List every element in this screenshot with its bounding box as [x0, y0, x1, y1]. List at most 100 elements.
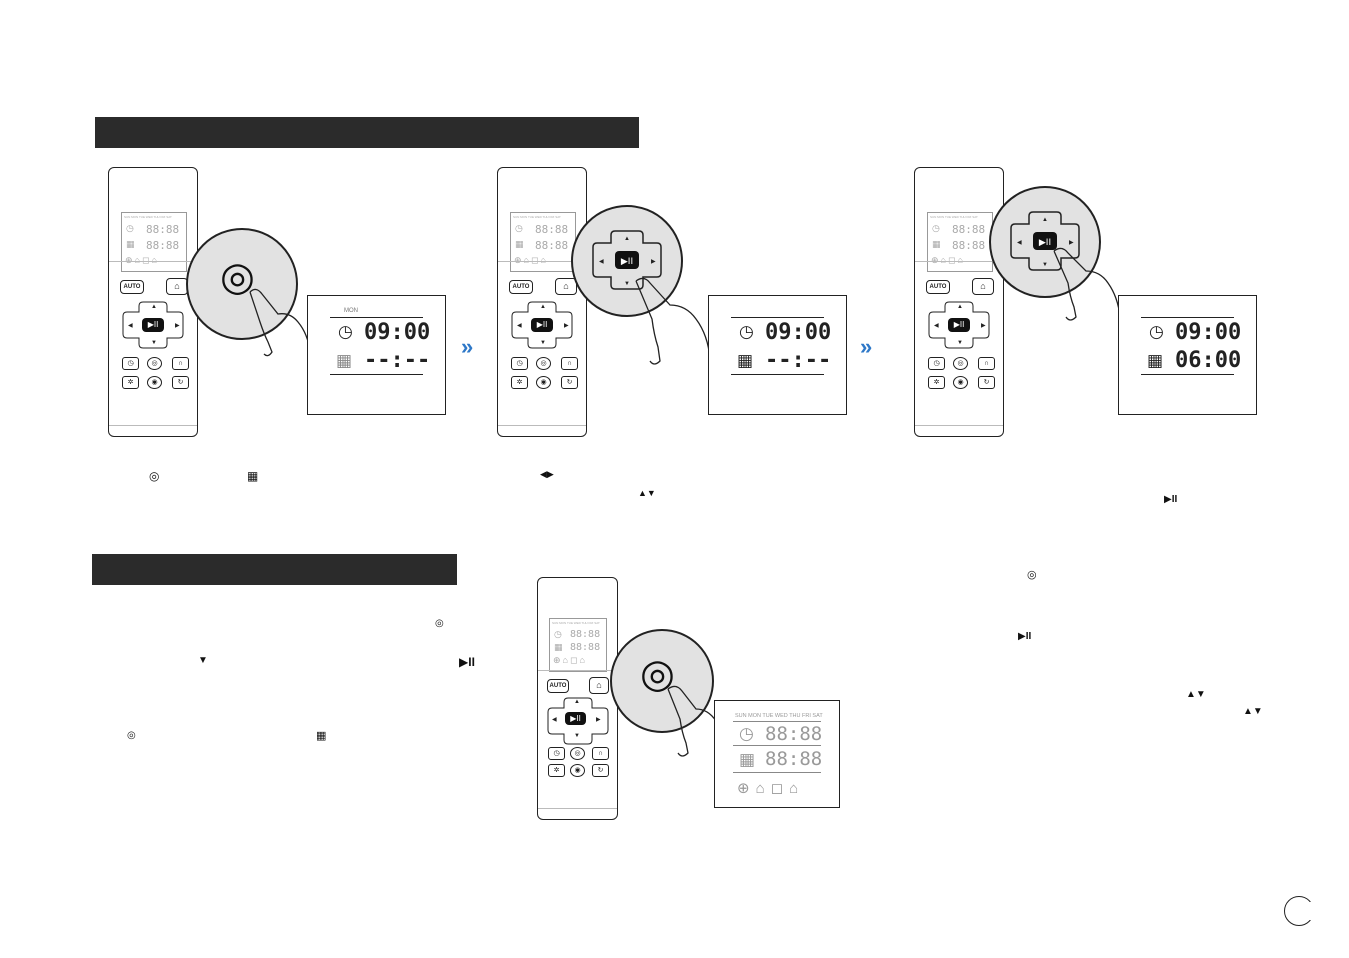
- schedule-button-icon: ◎: [149, 469, 160, 483]
- clock-button[interactable]: ◷: [511, 357, 528, 370]
- play-pause-icon: ▶II: [1018, 631, 1032, 642]
- auto-button[interactable]: AUTO: [120, 280, 144, 294]
- power-button[interactable]: ↻: [592, 764, 609, 777]
- remote-lcd: SUN MON TUE WED THU FRI SAT ◷ 88:88 ▦ 88…: [121, 212, 187, 272]
- right-arrow-icon[interactable]: ▶: [564, 323, 569, 329]
- schedule-icon: ▦: [316, 730, 327, 742]
- lcd-schedule: 88:88: [146, 239, 180, 252]
- schedule-icon: ▦: [932, 239, 941, 249]
- right-arrow-icon[interactable]: ▶: [175, 323, 180, 329]
- svg-text:▲: ▲: [1042, 217, 1048, 223]
- schedule-button[interactable]: ◎: [953, 357, 968, 370]
- down-arrow-icon[interactable]: ▼: [957, 340, 963, 346]
- schedule-button[interactable]: ◎: [147, 357, 162, 370]
- edge-button[interactable]: ∩: [561, 357, 578, 370]
- up-down-arrows-icon: ▲▼: [1186, 689, 1206, 700]
- spot-button[interactable]: ◉: [570, 764, 585, 777]
- schedule-button-icon: ◎: [1027, 569, 1037, 581]
- schedule-button[interactable]: ◎: [570, 747, 585, 760]
- divider: [498, 425, 586, 426]
- svg-text:▲: ▲: [624, 236, 630, 242]
- fan-button[interactable]: ✲: [928, 376, 945, 389]
- home-button[interactable]: ⌂: [589, 677, 609, 694]
- play-pause-button[interactable]: ▶II: [948, 318, 970, 332]
- divider: [538, 670, 617, 671]
- edge-button[interactable]: ∩: [172, 357, 189, 370]
- dpad[interactable]: ▶II ▲ ▼ ◀ ▶: [546, 696, 609, 745]
- clock-button[interactable]: ◷: [548, 747, 565, 760]
- button-row-2: ✲ ◉ ↻: [120, 376, 190, 389]
- display-panel-4: SUN MON TUE WED THU FRI SAT ◷ 88:88 ▦ 88…: [714, 700, 840, 808]
- divider: [733, 772, 821, 773]
- schedule-icon: ▦: [554, 642, 563, 652]
- right-arrow-icon[interactable]: ▶: [596, 717, 601, 723]
- power-button[interactable]: ↻: [978, 376, 995, 389]
- up-arrow-icon[interactable]: ▲: [151, 304, 157, 310]
- dpad-outline: [122, 301, 184, 349]
- schedule-value: --:--: [364, 348, 431, 373]
- down-arrow-icon[interactable]: ▼: [540, 340, 546, 346]
- dpad[interactable]: ▶II ▲ ▼ ◀ ▶: [927, 300, 991, 350]
- divider: [915, 261, 1003, 262]
- schedule-icon: ▦: [126, 239, 135, 249]
- play-pause-button[interactable]: ▶II: [142, 318, 164, 332]
- play-pause-button[interactable]: ▶II: [565, 712, 586, 725]
- button-row-2: ✲ ◉ ↻: [926, 376, 996, 389]
- fan-button[interactable]: ✲: [122, 376, 139, 389]
- auto-button[interactable]: AUTO: [509, 280, 533, 294]
- play-pause-button[interactable]: ▶II: [531, 318, 553, 332]
- left-arrow-icon[interactable]: ◀: [517, 323, 522, 329]
- divider: [498, 261, 586, 262]
- schedule-button[interactable]: ◎: [536, 357, 551, 370]
- display-panel-2: ◷ 09:00 ▦ --:--: [708, 295, 847, 415]
- divider: [733, 721, 821, 722]
- down-arrow-icon[interactable]: ▼: [151, 340, 157, 346]
- left-arrow-icon[interactable]: ◀: [128, 323, 133, 329]
- auto-button[interactable]: AUTO: [926, 280, 950, 294]
- down-arrow-icon[interactable]: ▼: [574, 733, 580, 739]
- lcd-days: SUN MON TUE WED THU FRI SAT: [513, 215, 561, 219]
- home-button[interactable]: ⌂: [972, 278, 994, 295]
- spot-button[interactable]: ◉: [953, 376, 968, 389]
- svg-text:▼: ▼: [624, 281, 630, 287]
- spot-button[interactable]: ◉: [536, 376, 551, 389]
- up-down-arrows-icon: ▲▼: [638, 488, 656, 498]
- svg-text:▼: ▼: [1042, 262, 1048, 268]
- up-down-arrows-icon: ▲▼: [1243, 706, 1263, 717]
- next-step-chevron-icon: »: [860, 334, 873, 359]
- schedule-icon: ▦: [336, 351, 353, 370]
- edge-button[interactable]: ∩: [592, 747, 609, 760]
- zoom-callout: ▶II ▲ ▼ ◀ ▶: [989, 186, 1101, 298]
- lcd-mode-icons: ⊕⌂◻⌂: [514, 255, 548, 265]
- spot-button[interactable]: ◉: [147, 376, 162, 389]
- dpad[interactable]: ▶II ▲ ▼ ◀ ▶: [510, 300, 574, 350]
- fan-button[interactable]: ✲: [548, 764, 565, 777]
- dpad-outline: [928, 301, 990, 349]
- left-arrow-icon[interactable]: ◀: [552, 717, 557, 723]
- remote-lcd: SUN MON TUE WED THU FRI SAT ◷ 88:88 ▦ 88…: [549, 618, 607, 672]
- right-arrow-icon[interactable]: ▶: [981, 323, 986, 329]
- remote-lcd: SUN MON TUE WED THU FRI SAT ◷ 88:88 ▦ 88…: [510, 212, 576, 272]
- button-row-2: ✲ ◉ ↻: [546, 764, 616, 777]
- up-arrow-icon[interactable]: ▲: [957, 304, 963, 310]
- auto-button[interactable]: AUTO: [547, 679, 569, 693]
- up-arrow-icon[interactable]: ▲: [540, 304, 546, 310]
- mode-icons: ⊕⌂◻⌂: [737, 780, 805, 797]
- clock-icon: ◷: [126, 223, 134, 233]
- clock-button[interactable]: ◷: [122, 357, 139, 370]
- home-button[interactable]: ⌂: [166, 278, 188, 295]
- dpad[interactable]: ▶II ▲ ▼ ◀ ▶: [121, 300, 185, 350]
- divider: [109, 261, 197, 262]
- power-button[interactable]: ↻: [172, 376, 189, 389]
- page-marker: [1304, 902, 1316, 920]
- clock-button[interactable]: ◷: [928, 357, 945, 370]
- lcd-days: SUN MON TUE WED THU FRI SAT: [124, 215, 172, 219]
- edge-button[interactable]: ∩: [978, 357, 995, 370]
- display-panel-3: ◷ 09:00 ▦ 06:00: [1118, 295, 1257, 415]
- up-arrow-icon[interactable]: ▲: [574, 699, 580, 705]
- left-arrow-icon[interactable]: ◀: [934, 323, 939, 329]
- lcd-time: 88:88: [535, 223, 569, 236]
- power-button[interactable]: ↻: [561, 376, 578, 389]
- fan-button[interactable]: ✲: [511, 376, 528, 389]
- divider: [733, 745, 821, 746]
